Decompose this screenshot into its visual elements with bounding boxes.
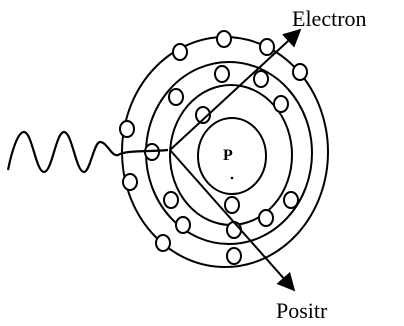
- electron: [274, 96, 288, 112]
- photon-wave: [8, 132, 168, 172]
- electron: [169, 89, 183, 105]
- electron-arrow: [170, 30, 300, 150]
- electron: [215, 66, 229, 82]
- electron: [120, 121, 134, 137]
- electron: [217, 31, 231, 47]
- electron: [254, 71, 268, 87]
- electron: [225, 197, 239, 213]
- electron-label: Electron: [292, 6, 367, 31]
- nucleus-label: P: [223, 147, 233, 164]
- electron: [164, 192, 178, 208]
- positron-label: Positr: [276, 298, 328, 323]
- electron: [293, 64, 307, 80]
- nucleus-dot: [231, 177, 234, 180]
- electron: [123, 174, 137, 190]
- electron: [284, 192, 298, 208]
- electron: [173, 44, 187, 60]
- electron: [227, 248, 241, 264]
- electron: [156, 235, 170, 251]
- electron: [260, 39, 274, 55]
- electron: [259, 210, 273, 226]
- electron: [227, 222, 241, 238]
- electron: [176, 217, 190, 233]
